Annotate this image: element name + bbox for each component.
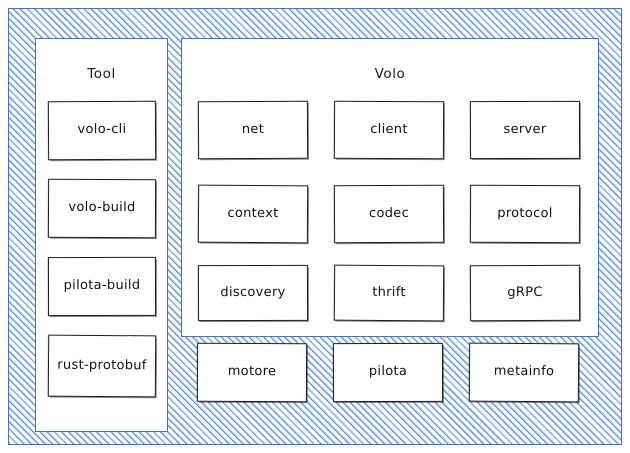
node-label: context: [227, 205, 279, 221]
node-net[interactable]: net: [197, 100, 309, 160]
node-pilota[interactable]: pilota: [332, 342, 444, 403]
node-label: protocol: [497, 205, 553, 221]
node-label: volo-build: [68, 199, 136, 216]
node-label: net: [241, 121, 265, 137]
outer-group-container: Tool volo-cli volo-build pilota-build ru…: [8, 8, 622, 445]
node-label: server: [503, 121, 547, 137]
node-grpc[interactable]: gRPC: [469, 264, 581, 322]
node-metainfo[interactable]: metainfo: [468, 342, 580, 403]
node-thrift[interactable]: thrift: [333, 264, 445, 322]
node-codec[interactable]: codec: [333, 184, 445, 244]
volo-group-title: Volo: [374, 66, 406, 82]
tool-group-title: Tool: [87, 66, 116, 82]
node-label: gRPC: [507, 284, 543, 300]
node-label: rust-protobuf: [57, 357, 147, 373]
node-label: codec: [368, 205, 410, 221]
volo-group-container: Volo net client server context codec pro…: [181, 38, 599, 337]
node-label: pilota: [368, 363, 408, 380]
node-pilota-build[interactable]: pilota-build: [47, 256, 157, 317]
node-label: client: [370, 121, 408, 137]
node-label: motore: [227, 363, 277, 380]
node-protocol[interactable]: protocol: [469, 184, 581, 244]
node-volo-build[interactable]: volo-build: [47, 178, 157, 239]
node-motore[interactable]: motore: [196, 342, 308, 403]
node-label: metainfo: [493, 363, 555, 380]
node-label: volo-cli: [77, 121, 127, 138]
node-server[interactable]: server: [469, 100, 581, 160]
node-rust-protobuf[interactable]: rust-protobuf: [47, 334, 157, 398]
node-label: discovery: [220, 284, 286, 300]
tool-group-container: Tool volo-cli volo-build pilota-build ru…: [35, 38, 168, 432]
node-context[interactable]: context: [197, 184, 309, 244]
node-label: thrift: [372, 284, 406, 300]
node-label: pilota-build: [63, 277, 141, 294]
node-client[interactable]: client: [333, 100, 445, 160]
node-discovery[interactable]: discovery: [197, 264, 309, 322]
node-volo-cli[interactable]: volo-cli: [47, 100, 157, 161]
